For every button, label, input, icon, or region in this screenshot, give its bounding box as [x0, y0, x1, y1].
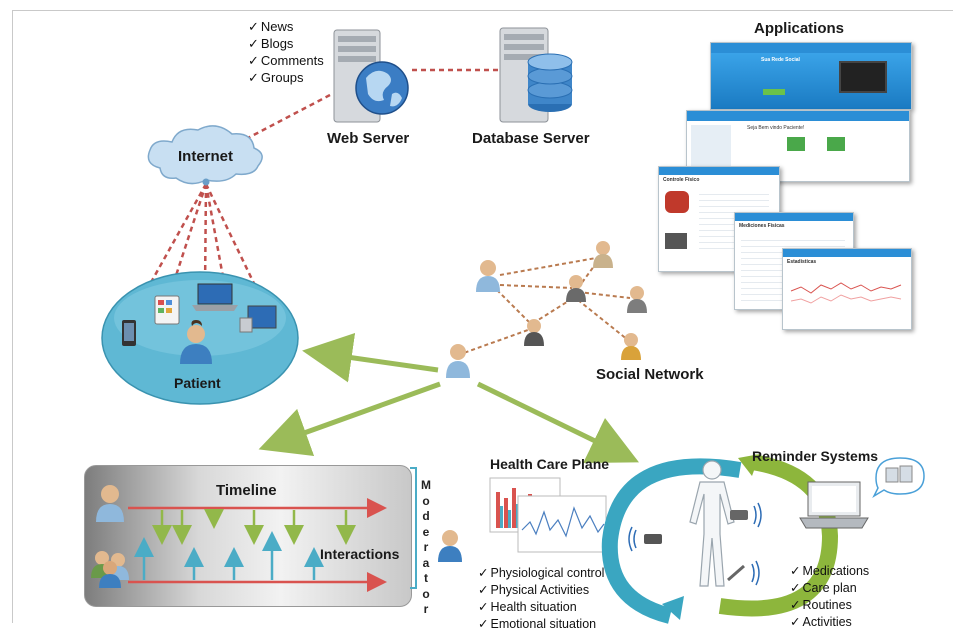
- group-icon: [91, 551, 129, 588]
- app-screen-headline: Controle Físico: [663, 177, 700, 183]
- content-type-list: News Blogs Comments Groups: [248, 18, 324, 86]
- moderator-person-icon: [438, 530, 462, 562]
- social-member-icon: [446, 344, 470, 378]
- reminder-item: Medications: [790, 563, 869, 580]
- health-care-item: Physical Activities: [478, 582, 604, 599]
- flow-arrows: [258, 332, 639, 463]
- reminder-systems-title: Reminder Systems: [752, 448, 879, 464]
- app-screen-headline: Seja Bem vindo Paciente!: [747, 125, 805, 131]
- app-screen-5: Estadísticas: [782, 248, 912, 330]
- health-care-item: Emotional situation: [478, 616, 604, 628]
- content-type-item: Groups: [248, 69, 324, 86]
- timeline-title: Timeline: [216, 482, 277, 499]
- health-care-plane-title: Health Care Plane: [490, 456, 610, 472]
- patient-label: Patient: [174, 375, 221, 391]
- app-screen-headline: Sua Rede Social: [761, 57, 800, 63]
- social-member-icon: [524, 319, 544, 346]
- reminder-item: Routines: [790, 597, 869, 614]
- content-type-item: News: [248, 18, 324, 35]
- device-sensor-icon: [628, 502, 762, 586]
- social-member-icon: [566, 275, 586, 302]
- health-care-item: Health situation: [478, 599, 604, 616]
- internet-label: Internet: [178, 148, 234, 165]
- statistics-chart-thumbnail: [790, 282, 902, 304]
- social-member-icon: [476, 260, 500, 292]
- content-type-item: Comments: [248, 52, 324, 69]
- health-care-plane-list: Physiological control Physical Activitie…: [478, 565, 604, 628]
- database-server-label: Database Server: [472, 130, 590, 147]
- content-type-item: Blogs: [248, 35, 324, 52]
- webserver-internet-link: [224, 93, 331, 152]
- health-care-item: Physiological control: [478, 565, 604, 582]
- app-screen-headline: Estadísticas: [787, 259, 817, 265]
- applications-title: Applications: [754, 20, 845, 37]
- reminder-item: Care plan: [790, 580, 869, 597]
- human-body-icon: [689, 460, 735, 587]
- app-screen-headline: Mediciones Físicas: [739, 223, 785, 229]
- app-screen-1: Sua Rede Social: [710, 42, 912, 110]
- social-member-icon: [621, 333, 641, 360]
- reminder-item: Activities: [790, 614, 869, 628]
- reminder-systems-list: Medications Care plan Routines Activitie…: [790, 563, 869, 628]
- social-member-icon: [593, 241, 613, 268]
- social-member-icon: [627, 286, 647, 313]
- web-server-label: Web Server: [327, 130, 410, 147]
- diagram-frame: [12, 10, 953, 623]
- social-network-label: Social Network: [596, 366, 704, 383]
- person-icon: [96, 485, 124, 522]
- interactions-label: Interactions: [320, 546, 400, 562]
